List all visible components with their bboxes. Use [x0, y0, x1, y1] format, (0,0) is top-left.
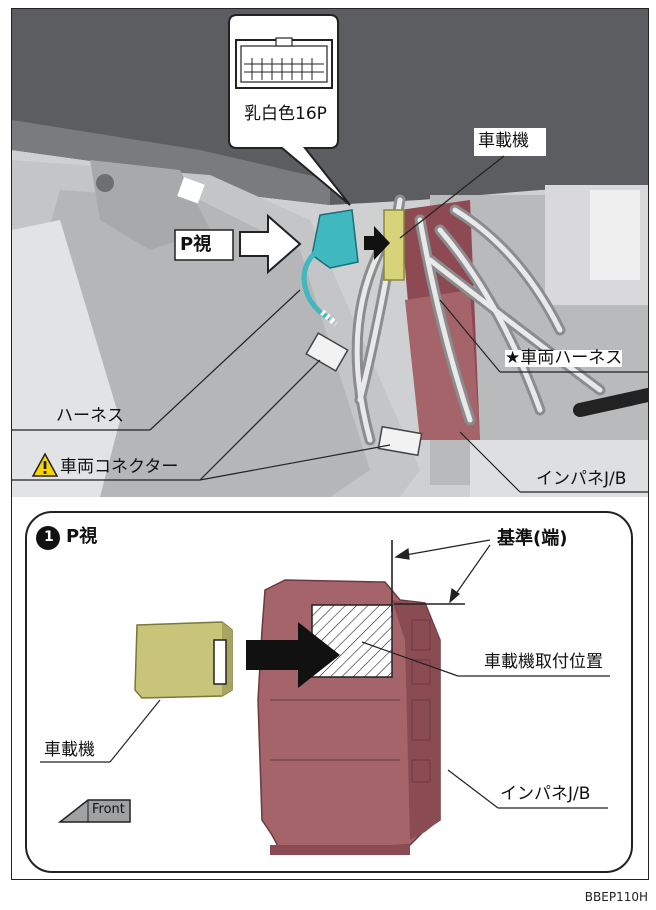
- ip-jb-label-bottom: インパネJ/B: [500, 784, 591, 804]
- ip-jb-label-top: インパネJ/B: [536, 469, 627, 489]
- front-direction-icon: [57, 799, 131, 823]
- vehicle-harness-label: ★車両ハーネス: [505, 348, 623, 368]
- device-label-top: 車載機: [478, 131, 529, 151]
- step-marker: [36, 526, 60, 550]
- vehicle-connector-label: 車両コネクター: [60, 457, 179, 477]
- warning-icon: [31, 452, 59, 477]
- insert-arrow: [246, 622, 340, 688]
- harness-label: ハーネス: [56, 406, 124, 426]
- document-id: BBEP110H: [584, 890, 648, 904]
- top-illustration: [12, 9, 648, 497]
- mount-position-label: 車載機取付位置: [484, 652, 603, 672]
- device-label-bottom: 車載機: [44, 740, 95, 760]
- reference-label: 基準(端): [497, 528, 568, 549]
- device-unit: [134, 621, 233, 699]
- step-number: 1: [44, 529, 54, 545]
- p-view-label: P視: [180, 234, 212, 255]
- detail-title: P視: [66, 526, 98, 547]
- connector-type-label: 乳白色16P: [244, 104, 327, 124]
- front-label: Front: [92, 802, 125, 817]
